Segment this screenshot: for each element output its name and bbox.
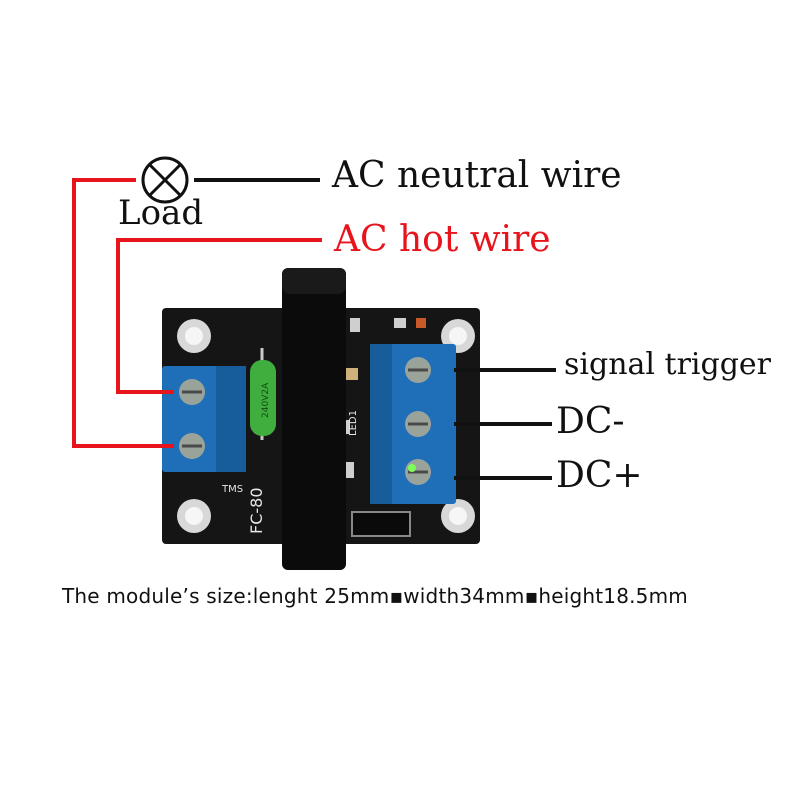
label-ac-neutral-wire: AC neutral wire [332,155,622,196]
mounting-holes [177,319,475,533]
label-load: Load [118,193,204,233]
silk-model: FC-80 [247,487,266,534]
dc-terminal-block [370,344,456,504]
silk-led: LED1 [348,410,359,436]
fuse-rating: 240V2A [261,382,271,418]
ssr-body [282,268,346,570]
hot-wire-to-load [72,178,174,448]
module-size-caption: The module’s size:lenght 25mm▪width34mm▪… [62,584,688,608]
fuse: 240V2A [250,348,276,440]
silk-brand: TMS [221,484,243,495]
label-ac-hot-wire: AC hot wire [334,219,551,260]
label-signal-trigger: signal trigger [564,347,772,382]
hot-wire-supply [116,238,322,394]
status-led [408,464,416,472]
label-dc-plus: DC+ [556,455,643,496]
ac-terminal-block [162,366,246,472]
lamp-icon [141,156,189,204]
label-dc-minus: DC- [556,401,625,442]
